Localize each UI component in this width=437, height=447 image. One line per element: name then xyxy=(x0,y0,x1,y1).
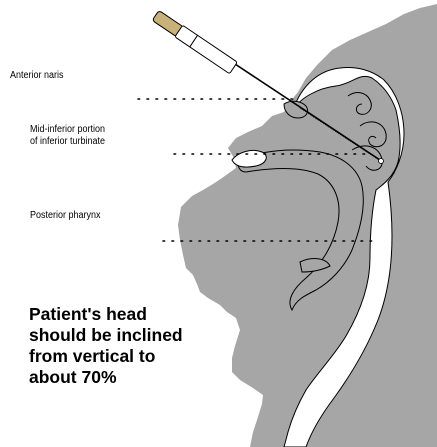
note-line-4: about 70% xyxy=(29,367,183,388)
label-turbinate-line1: Mid-inferior portion xyxy=(30,124,105,135)
label-posterior-pharynx: Posterior pharynx xyxy=(30,210,101,221)
swab-tip xyxy=(379,159,384,164)
swab-handle xyxy=(152,10,238,74)
note-line-3: from vertical to xyxy=(29,346,183,367)
head-silhouette xyxy=(178,4,437,447)
note-line-2: should be inclined xyxy=(29,325,183,346)
label-anterior-naris: Anterior naris xyxy=(10,70,64,81)
head-angle-note: Patient's head should be inclined from v… xyxy=(29,304,183,388)
label-turbinate-line2: of inferior turbinate xyxy=(30,136,105,147)
note-line-1: Patient's head xyxy=(29,304,183,325)
